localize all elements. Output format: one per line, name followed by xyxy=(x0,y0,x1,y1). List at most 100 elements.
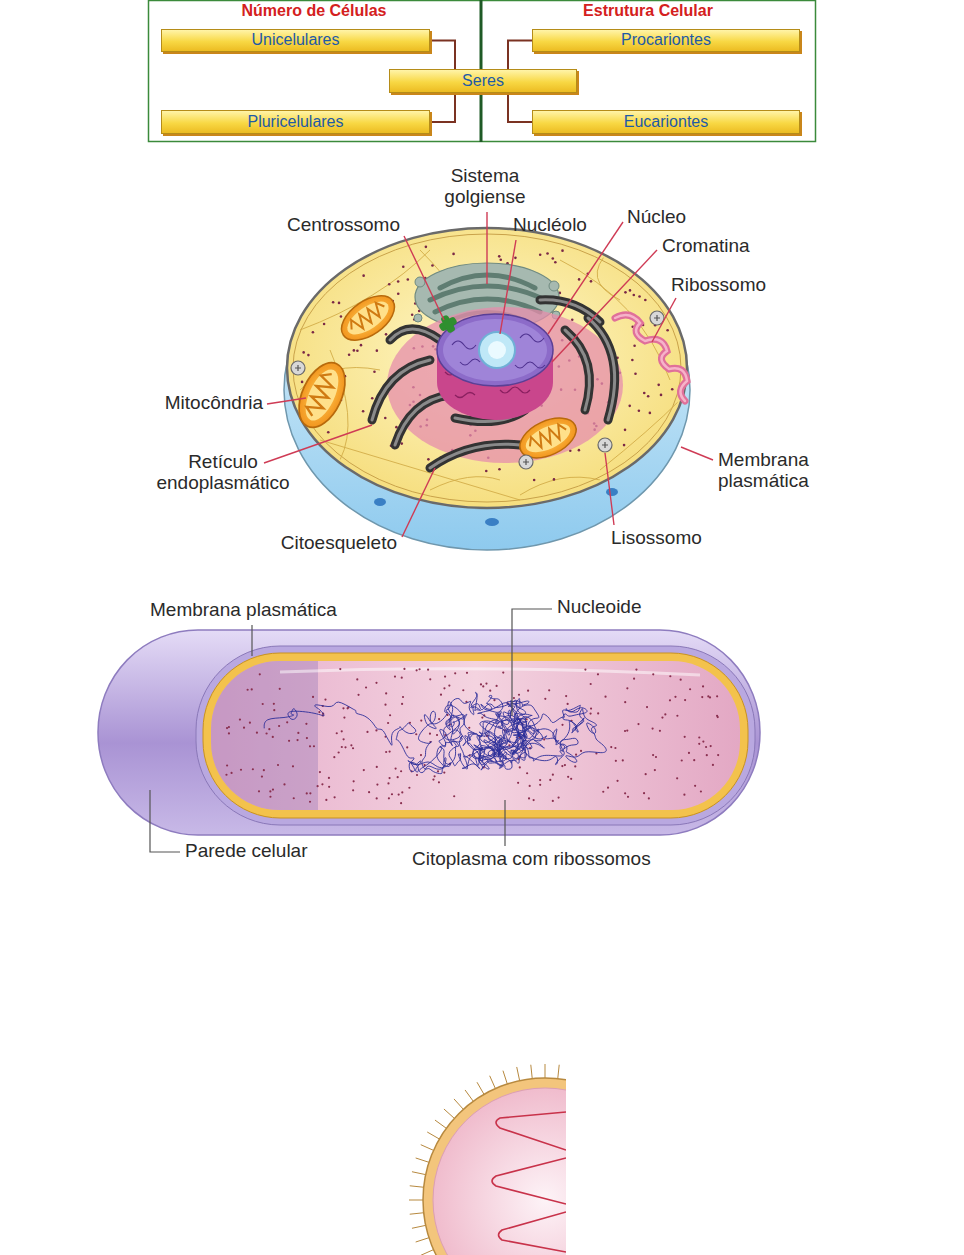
ribosome-dot xyxy=(407,278,410,281)
ribosome-dot xyxy=(468,727,470,729)
ribosome-dot xyxy=(567,703,569,705)
ribosome-dot xyxy=(493,699,495,701)
ribosome-dot xyxy=(499,259,502,262)
ribosome-dot xyxy=(590,280,593,283)
box-label: Pluricelulares xyxy=(247,113,343,131)
ribosome-dot xyxy=(716,695,718,697)
ribosome-dot xyxy=(262,703,264,705)
ribosome-dot xyxy=(327,431,330,434)
ribosome-dot xyxy=(676,715,678,717)
ribosome-dot xyxy=(648,797,650,799)
ribosome-dot xyxy=(375,682,377,684)
ribosome-dot xyxy=(239,719,241,721)
ribosome-dot xyxy=(269,796,271,798)
ribosome-dot xyxy=(342,707,344,709)
nucleus xyxy=(437,314,553,386)
category-box: Procariontes xyxy=(532,29,800,52)
part-label: Membrana plasmática xyxy=(718,450,828,492)
ribosome-dot xyxy=(391,793,393,795)
ribosome-dot xyxy=(615,760,617,762)
ribosome-dot xyxy=(317,785,319,787)
ribosome-dot xyxy=(689,688,691,690)
ribosome-dot xyxy=(400,770,402,772)
ribosome-dot xyxy=(564,764,566,766)
ribosome-dot xyxy=(688,752,690,754)
ribosome-dot xyxy=(557,796,559,798)
ribosome-dot xyxy=(365,686,367,688)
leader-line xyxy=(605,453,614,525)
ribosome-dot xyxy=(498,255,501,258)
ribosome-dot xyxy=(638,409,641,412)
endoplasmic-reticulum xyxy=(372,300,687,468)
ribosome-dot xyxy=(533,479,536,482)
ribosome-dot xyxy=(489,690,491,692)
ribosome-dot xyxy=(623,444,626,447)
box-label: Unicelulares xyxy=(251,31,339,49)
nucleoid-dna xyxy=(264,692,606,773)
ribosome-dot xyxy=(652,673,654,675)
nucleus xyxy=(488,341,506,359)
leader-line xyxy=(402,468,435,537)
leader-line xyxy=(504,800,505,846)
ribosome-dot xyxy=(482,685,484,687)
ribosome-dot xyxy=(344,746,346,748)
ribosome-dot xyxy=(454,672,456,674)
ribosome-dot xyxy=(397,292,400,295)
ribosome-dot xyxy=(633,344,636,347)
nucleus xyxy=(437,314,553,420)
ribosome-dot xyxy=(575,754,577,756)
ribosome-dot xyxy=(265,732,267,734)
endoplasmic-reticulum xyxy=(395,395,450,445)
ribosome-dot xyxy=(481,717,483,719)
ribosome-dot xyxy=(286,721,288,723)
eukaryotic-cell xyxy=(264,212,713,550)
ribosome-dot xyxy=(661,716,663,718)
ribosome-dot xyxy=(343,717,345,719)
ribosome-dot xyxy=(297,732,299,734)
leader-line xyxy=(264,212,713,537)
ribosome-dot xyxy=(353,780,355,782)
ribosome-dot xyxy=(631,359,634,362)
ribosome-dot xyxy=(385,333,388,336)
ribosome-dot xyxy=(348,353,351,356)
ribosome-dot xyxy=(371,397,374,400)
ribosome-dot xyxy=(293,797,295,799)
ribosome-dot xyxy=(273,703,275,705)
ribosome-dot xyxy=(624,701,626,703)
ribosome-dot xyxy=(570,778,572,780)
ribosome-dot xyxy=(362,274,365,277)
golgi-apparatus xyxy=(549,281,559,291)
ribosome-dot xyxy=(403,668,405,670)
ribosome-dot xyxy=(301,381,304,384)
ribosome-dot xyxy=(279,688,281,690)
ribosome-dot xyxy=(318,711,320,713)
ribosome-dot xyxy=(462,689,464,691)
ribosome-dot xyxy=(356,678,358,680)
ribosome-dot xyxy=(705,746,707,748)
ribosome-dot xyxy=(646,706,648,708)
endoplasmic-reticulum xyxy=(615,315,687,401)
endoplasmic-reticulum xyxy=(372,300,615,468)
ribosome-dot xyxy=(698,736,700,738)
ribosome-dot xyxy=(427,669,429,671)
leader-line xyxy=(681,447,713,460)
ribosome-dot xyxy=(466,672,468,674)
ribosome-dot xyxy=(240,769,242,771)
ribosome-dot xyxy=(353,349,356,352)
vesicle xyxy=(606,488,618,496)
ribosome-dot xyxy=(712,764,714,766)
ribosome-dot xyxy=(549,779,551,781)
ribosome-dot xyxy=(580,750,582,752)
ribosome-dot xyxy=(398,793,400,795)
ribosome-dot xyxy=(698,743,700,745)
ribosome-dot xyxy=(666,329,669,332)
ribosome-dot xyxy=(328,777,330,779)
ribosome-dot xyxy=(683,794,685,796)
ribosome-dot xyxy=(551,257,554,260)
ribosome-dot xyxy=(278,725,280,727)
ribosome-dot xyxy=(717,754,719,756)
endoplasmic-reticulum xyxy=(390,329,440,340)
ribosome-dot xyxy=(388,797,390,799)
ribosome-dot xyxy=(539,779,541,781)
